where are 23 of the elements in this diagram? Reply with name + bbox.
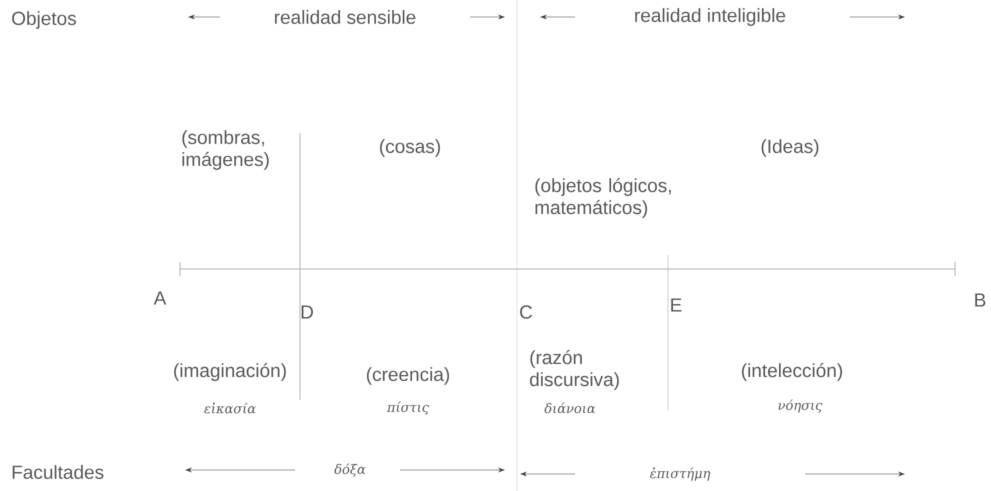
row-label: Facultades (12, 465, 104, 479)
faculty-label: (imaginación) (174, 363, 286, 381)
point-letter: B (975, 293, 986, 307)
section-label: realidad sensible (274, 10, 416, 24)
section-label: realidad inteligible (635, 8, 786, 26)
greek-term: εἰκασία (204, 402, 256, 414)
object-label: (cosas) (380, 139, 440, 157)
object-label: (sombras, imágenes) (182, 130, 269, 170)
faculty-label: (razón discursiva) (530, 350, 619, 390)
greek-term: δόξα (334, 463, 366, 477)
faculty-label: (intelección) (742, 363, 842, 381)
greek-term: ἐπιστήμη (650, 467, 710, 481)
point-letter: C (520, 305, 532, 319)
greek-term: νόησις (778, 399, 822, 413)
point-letter: E (671, 298, 682, 312)
object-label: (Ideas) (762, 139, 818, 157)
row-label: Objetos (12, 11, 76, 29)
object-label: (objetos lógicos, matemáticos) (535, 178, 671, 218)
point-letter: D (302, 305, 313, 319)
greek-term: πίστις (386, 401, 430, 415)
greek-term: διάνοια (544, 402, 596, 414)
faculty-label: (creencia) (366, 367, 450, 385)
point-letter: A (154, 291, 166, 305)
